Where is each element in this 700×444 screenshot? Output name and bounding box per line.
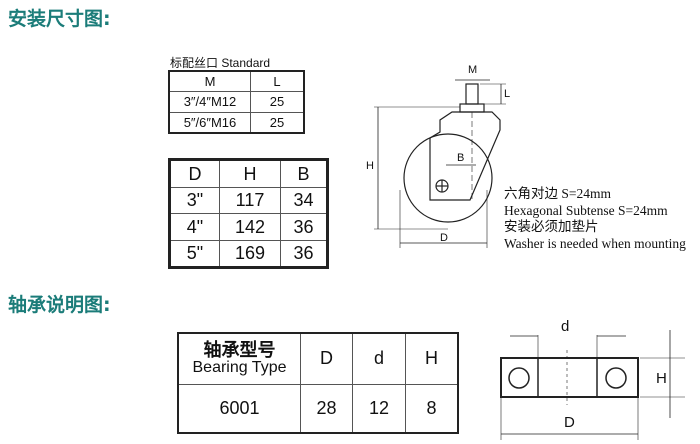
cell: 6001 bbox=[177, 383, 301, 434]
note-line: Hexagonal Subtense S=24mm bbox=[504, 202, 668, 218]
cell: 117 bbox=[219, 187, 281, 214]
header-d-inner: d bbox=[352, 332, 406, 385]
thread-table-caption: 标配丝口 Standard bbox=[170, 56, 271, 70]
cell: 25 bbox=[250, 111, 305, 134]
header-h: H bbox=[405, 332, 459, 385]
cell: 4" bbox=[169, 213, 220, 241]
cell: 36 bbox=[280, 240, 328, 268]
note-line: 安装必须加垫片 bbox=[504, 219, 599, 234]
label-d: D bbox=[440, 232, 448, 244]
label-l: L bbox=[504, 88, 511, 100]
install-heading: 安装尺寸图: bbox=[8, 8, 111, 30]
label-bearing-h: H bbox=[656, 370, 667, 387]
label-d-outer: D bbox=[564, 414, 575, 431]
label-h: H bbox=[366, 160, 374, 172]
bearing-heading: 轴承说明图: bbox=[8, 294, 111, 316]
label-m: M bbox=[468, 64, 478, 76]
cell: 8 bbox=[405, 383, 459, 434]
cell: 3" bbox=[169, 187, 220, 214]
notes: 六角对边 S=24mm Hexagonal Subtense S=24mm 安装… bbox=[504, 186, 686, 252]
note-line: Washer is needed when mounting bbox=[504, 235, 686, 251]
label-d-inner: d bbox=[561, 318, 570, 335]
header-d: D bbox=[300, 332, 353, 385]
cell: 34 bbox=[280, 187, 328, 214]
cell: 12 bbox=[352, 383, 406, 434]
label-b: B bbox=[457, 152, 465, 164]
note-line: 六角对边 S=24mm bbox=[504, 186, 611, 201]
header-en: Bearing Type bbox=[192, 358, 287, 376]
cell: 5″/6″M16 bbox=[168, 111, 251, 134]
cell: 169 bbox=[219, 240, 281, 268]
cell: 142 bbox=[219, 213, 281, 241]
header-h: H bbox=[219, 159, 281, 188]
cell: 28 bbox=[300, 383, 353, 434]
cell: 25 bbox=[250, 90, 305, 113]
header-cn: 轴承型号 bbox=[203, 339, 276, 360]
